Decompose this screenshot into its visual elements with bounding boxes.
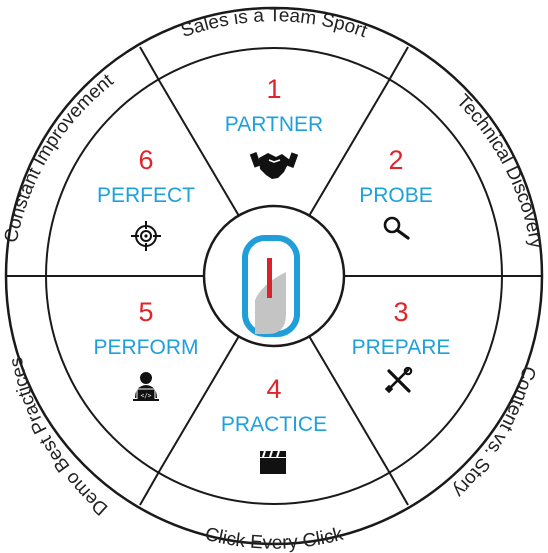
wheel-spoke <box>308 335 389 471</box>
mouse-logo-icon <box>242 235 300 337</box>
wheel-spokes <box>46 81 502 471</box>
step-number: 6 <box>138 145 153 175</box>
step-number: 1 <box>266 74 281 104</box>
clapperboard-icon <box>260 450 286 474</box>
wheel-spoke <box>308 81 389 217</box>
mouse-logo-shade <box>255 272 286 334</box>
step-number: 5 <box>138 297 153 327</box>
step-number: 4 <box>266 374 281 404</box>
step-label: PROBE <box>359 184 433 207</box>
wheel-spoke <box>159 335 240 471</box>
step-label: PRACTICE <box>221 413 327 436</box>
step-number: 2 <box>388 145 403 175</box>
step-label: PREPARE <box>352 336 451 359</box>
step-5: 5 PERFORM <box>94 297 199 359</box>
presenter-icon: </> <box>133 372 159 401</box>
ring-divider <box>139 46 161 83</box>
step-3: 3 PREPARE <box>352 297 451 359</box>
magnifier-icon <box>383 216 410 240</box>
handshake-icon <box>249 152 299 179</box>
ring-divider <box>387 469 409 506</box>
step-label: PERFECT <box>97 184 195 207</box>
mouse-logo-wheel <box>267 258 272 298</box>
svg-text:</>: </> <box>141 393 152 400</box>
step-1: 1 PARTNER <box>225 74 323 136</box>
ring-divider <box>139 469 161 506</box>
target-icon <box>131 221 161 251</box>
ring-divider <box>387 46 409 83</box>
step-number: 3 <box>393 297 408 327</box>
step-label: PERFORM <box>94 336 199 359</box>
ring-dividers <box>6 46 542 506</box>
wheel-spoke <box>159 81 240 217</box>
step-2: 2 PROBE <box>359 145 433 207</box>
step-label: PARTNER <box>225 113 323 136</box>
step-4: 4 PRACTICE <box>221 374 327 436</box>
step-6: 6 PERFECT <box>97 145 195 207</box>
tools-icon <box>384 366 413 394</box>
